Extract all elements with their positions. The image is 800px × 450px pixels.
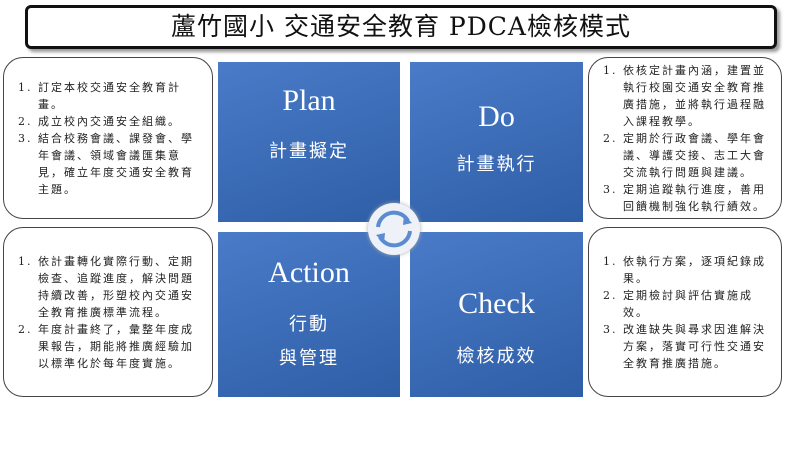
check-note: 改進缺失與尋求因進解決方案，落實可行性交通安全教育推廣措施。 [623, 321, 767, 372]
do-note: 依核定計畫內涵，建置並執行校園交通安全教育推廣措施，並將執行過程融入課程教學。 [623, 62, 767, 130]
check-label-zh: 檢核成效 [456, 346, 537, 367]
do-label: Do [478, 100, 515, 133]
do-note: 定期於行政會議、學年會議、導護交接、志工大會交流執行問題與建議。 [623, 130, 767, 181]
action-label-zh1: 行動 [289, 314, 329, 335]
plan-quadrant: Plan 計畫擬定 [218, 62, 400, 222]
action-label: Action [268, 256, 350, 289]
plan-label-zh: 計畫擬定 [269, 141, 349, 162]
action-label-zh2: 與管理 [279, 348, 339, 369]
do-notes: 依核定計畫內涵，建置並執行校園交通安全教育推廣措施，並將執行過程融入課程教學。 … [588, 57, 782, 219]
cycle-arrows-icon [368, 203, 420, 255]
check-note: 依執行方案，逐項紀錄成果。 [623, 253, 767, 287]
plan-note: 結合校務會議、課發會、學年會議、領域會議匯集意見，確立年度交通安全教育主題。 [38, 130, 198, 198]
page-title: 蘆竹國小 交通安全教育 PDCA檢核模式 [25, 5, 777, 49]
plan-label: Plan [282, 84, 336, 117]
do-note: 定期追蹤執行進度，善用回饋機制強化執行績效。 [623, 181, 767, 215]
action-note: 年度計畫終了，彙整年度成果報告，期能將推廣經驗加以標準化於每年度實施。 [38, 321, 198, 372]
plan-note: 訂定本校交通安全教育計畫。 [38, 79, 198, 113]
check-quadrant: Check 檢核成效 [410, 232, 583, 397]
do-quadrant: Do 計畫執行 [410, 62, 583, 222]
do-label-zh: 計畫執行 [456, 154, 537, 175]
check-note: 定期檢討與評估實施成效。 [623, 287, 767, 321]
plan-note: 成立校內交通安全組織。 [38, 113, 198, 130]
check-label: Check [458, 287, 535, 320]
action-quadrant: Action 行動 與管理 [218, 232, 400, 397]
plan-notes: 訂定本校交通安全教育計畫。 成立校內交通安全組織。 結合校務會議、課發會、學年會… [3, 57, 213, 219]
action-note: 依計畫轉化實際行動、定期檢查、追蹤進度，解決問題持續改善，形塑校內交通安全教育推… [38, 253, 198, 321]
action-notes: 依計畫轉化實際行動、定期檢查、追蹤進度，解決問題持續改善，形塑校內交通安全教育推… [3, 227, 213, 397]
check-notes: 依執行方案，逐項紀錄成果。 定期檢討與評估實施成效。 改進缺失與尋求因進解決方案… [588, 227, 782, 397]
